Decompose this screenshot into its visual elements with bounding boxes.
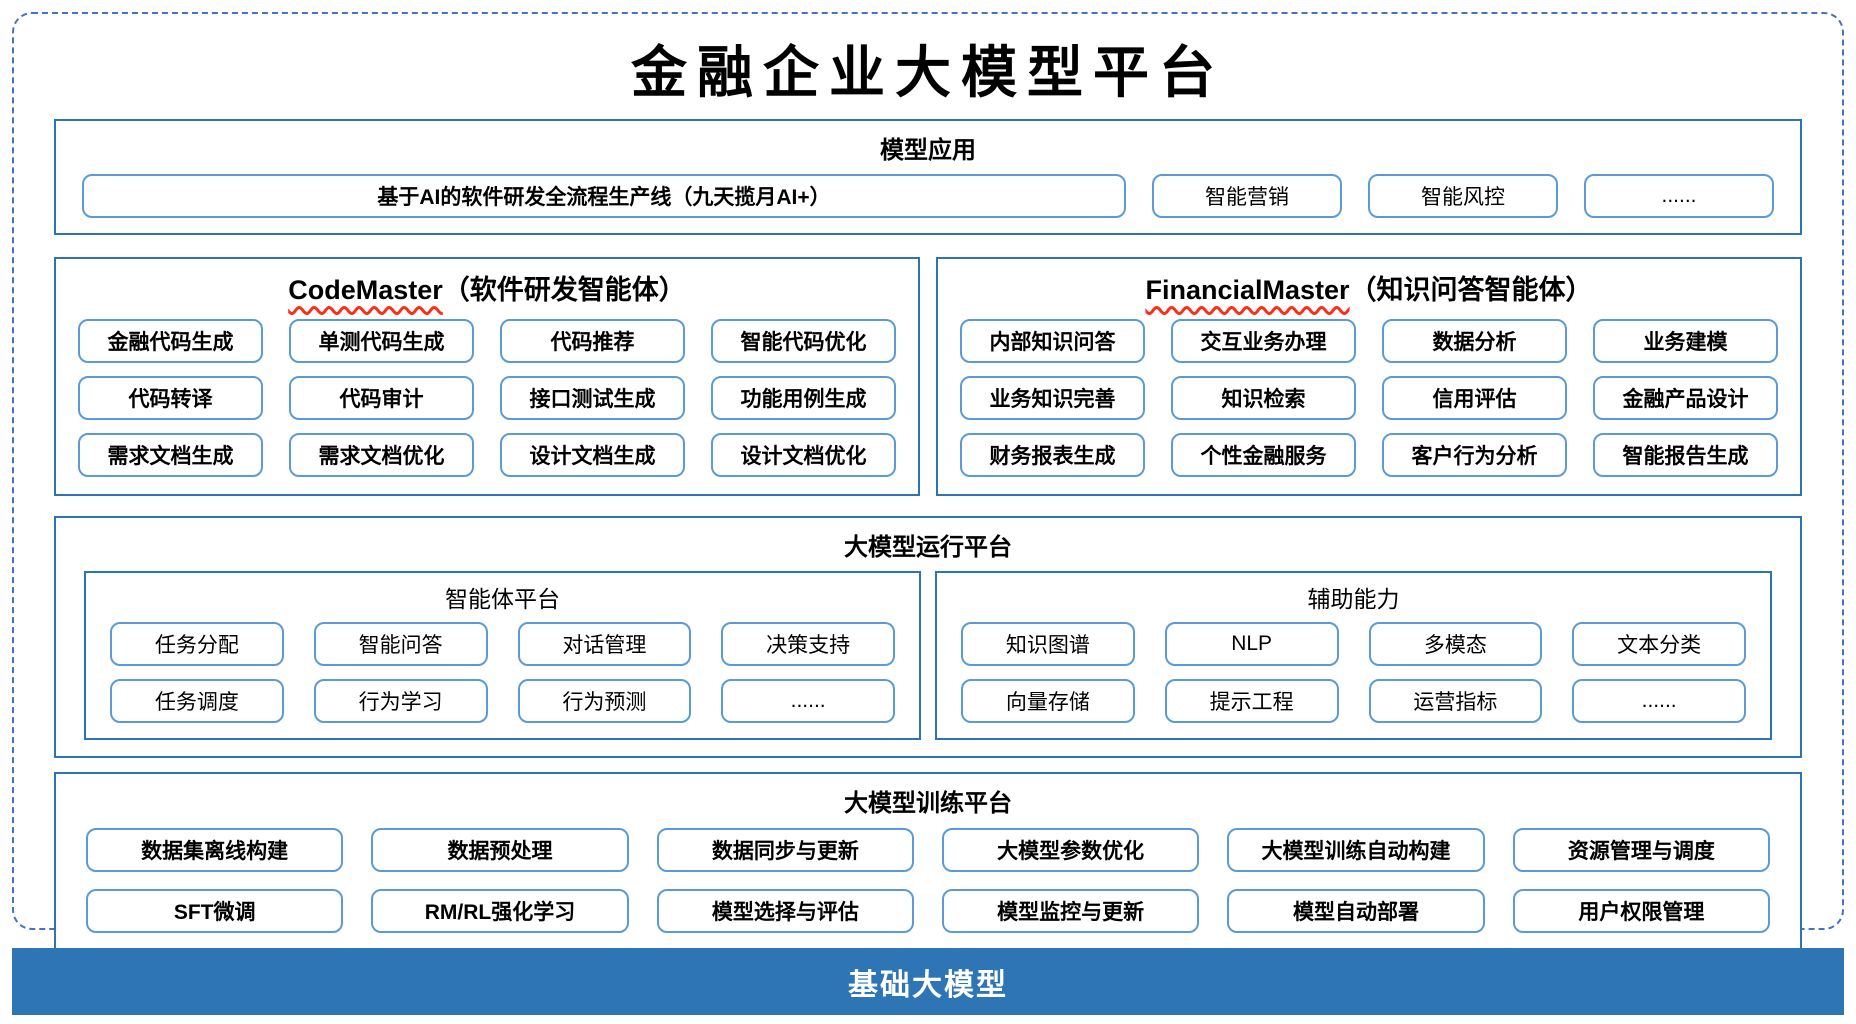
aux-capability-item: ...... — [1572, 679, 1746, 723]
financialmaster-item: 财务报表生成 — [960, 433, 1145, 477]
codemaster-item: 代码审计 — [289, 376, 474, 420]
codemaster-grid: 金融代码生成 单测代码生成 代码推荐 智能代码优化 代码转译 代码审计 接口测试… — [56, 319, 918, 494]
financialmaster-title-en: FinancialMaster — [1145, 275, 1350, 305]
agent-platform-grid: 任务分配 智能问答 对话管理 决策支持 任务调度 行为学习 行为预测 .....… — [86, 622, 919, 738]
codemaster-item: 设计文档生成 — [500, 433, 685, 477]
training-platform-item: 大模型训练自动构建 — [1227, 828, 1485, 872]
financialmaster-item: 数据分析 — [1382, 319, 1567, 363]
training-platform-item: 模型监控与更新 — [942, 889, 1200, 933]
aux-capability-item: 文本分类 — [1572, 622, 1746, 666]
training-platform-grid: 数据集离线构建 数据预处理 数据同步与更新 大模型参数优化 大模型训练自动构建 … — [56, 823, 1800, 952]
financialmaster-item: 交互业务办理 — [1171, 319, 1356, 363]
section-training-platform: 大模型训练平台 数据集离线构建 数据预处理 数据同步与更新 大模型参数优化 大模… — [54, 772, 1802, 954]
financialmaster-title-zh: （知识问答智能体） — [1349, 275, 1593, 305]
page-title: 金融企业大模型平台 — [631, 40, 1225, 106]
section-runtime-platform: 大模型运行平台 智能体平台 任务分配 智能问答 对话管理 决策支持 任务调度 行… — [54, 516, 1802, 758]
financialmaster-item: 业务知识完善 — [960, 376, 1145, 420]
foundation-model-bar: 基础大模型 — [12, 948, 1844, 1015]
codemaster-item: 代码转译 — [78, 376, 263, 420]
model-app-row: 基于AI的软件研发全流程生产线（九天揽月AI+） 智能营销 智能风控 .....… — [56, 170, 1800, 233]
codemaster-item: 需求文档优化 — [289, 433, 474, 477]
financialmaster-item: 智能报告生成 — [1593, 433, 1778, 477]
agent-platform-item: 行为预测 — [517, 679, 692, 723]
financialmaster-item: 内部知识问答 — [960, 319, 1145, 363]
training-platform-item: 数据集离线构建 — [86, 828, 344, 872]
training-platform-item: 数据同步与更新 — [656, 828, 914, 872]
codemaster-item: 功能用例生成 — [711, 376, 896, 420]
aux-capability-box: 辅助能力 知识图谱 NLP 多模态 文本分类 向量存储 提示工程 运营指标 ..… — [935, 571, 1772, 740]
agent-platform-item: ...... — [721, 679, 895, 723]
codemaster-item: 单测代码生成 — [289, 319, 474, 363]
agent-platform-item: 任务调度 — [110, 679, 284, 723]
training-platform-item: 模型选择与评估 — [656, 889, 914, 933]
codemaster-item: 金融代码生成 — [78, 319, 263, 363]
codemaster-item: 需求文档生成 — [78, 433, 263, 477]
model-app-item-pipeline: 基于AI的软件研发全流程生产线（九天揽月AI+） — [82, 174, 1126, 218]
financialmaster-item: 金融产品设计 — [1593, 376, 1778, 420]
aux-capability-item: 向量存储 — [961, 679, 1135, 723]
training-platform-item: 资源管理与调度 — [1512, 828, 1770, 872]
financialmaster-item: 个性金融服务 — [1171, 433, 1356, 477]
codemaster-item: 代码推荐 — [500, 319, 685, 363]
model-app-item-marketing: 智能营销 — [1152, 174, 1342, 218]
financialmaster-item: 知识检索 — [1171, 376, 1356, 420]
section-codemaster: CodeMaster（软件研发智能体） 金融代码生成 单测代码生成 代码推荐 智… — [54, 257, 920, 496]
model-app-item-risk: 智能风控 — [1368, 174, 1558, 218]
model-app-item-more: ...... — [1584, 174, 1774, 218]
codemaster-item: 设计文档优化 — [711, 433, 896, 477]
section-financialmaster: FinancialMaster（知识问答智能体） 内部知识问答 交互业务办理 数… — [936, 257, 1802, 496]
aux-capability-item: 提示工程 — [1164, 679, 1339, 723]
codemaster-item: 接口测试生成 — [500, 376, 685, 420]
financialmaster-header: FinancialMaster（知识问答智能体） — [938, 259, 1800, 319]
training-platform-item: SFT微调 — [86, 889, 344, 933]
agent-platform-item: 决策支持 — [721, 622, 895, 666]
codemaster-header: CodeMaster（软件研发智能体） — [56, 259, 918, 319]
runtime-sub-row: 智能体平台 任务分配 智能问答 对话管理 决策支持 任务调度 行为学习 行为预测… — [84, 571, 1772, 740]
financialmaster-item: 信用评估 — [1382, 376, 1567, 420]
training-platform-header: 大模型训练平台 — [844, 790, 1012, 817]
aux-capability-item: 知识图谱 — [961, 622, 1135, 666]
aux-capability-item: NLP — [1164, 622, 1339, 666]
financialmaster-item: 客户行为分析 — [1382, 433, 1567, 477]
agent-platform-box: 智能体平台 任务分配 智能问答 对话管理 决策支持 任务调度 行为学习 行为预测… — [84, 571, 921, 740]
training-platform-item: 大模型参数优化 — [942, 828, 1200, 872]
foundation-model-label: 基础大模型 — [848, 968, 1008, 1002]
agent-platform-item: 任务分配 — [110, 622, 284, 666]
codemaster-title-zh: （软件研发智能体） — [442, 275, 686, 305]
aux-capability-grid: 知识图谱 NLP 多模态 文本分类 向量存储 提示工程 运营指标 ...... — [937, 622, 1770, 738]
codemaster-item: 智能代码优化 — [711, 319, 896, 363]
agent-platform-item: 对话管理 — [517, 622, 692, 666]
training-platform-item: 用户权限管理 — [1512, 889, 1770, 933]
training-platform-item: RM/RL强化学习 — [371, 889, 629, 933]
agent-platform-item: 智能问答 — [313, 622, 488, 666]
model-app-header: 模型应用 — [880, 137, 976, 164]
agents-row: CodeMaster（软件研发智能体） 金融代码生成 单测代码生成 代码推荐 智… — [54, 257, 1802, 496]
financialmaster-grid: 内部知识问答 交互业务办理 数据分析 业务建模 业务知识完善 知识检索 信用评估… — [938, 319, 1800, 494]
training-platform-item: 模型自动部署 — [1227, 889, 1485, 933]
financialmaster-item: 业务建模 — [1593, 319, 1778, 363]
agent-platform-item: 行为学习 — [313, 679, 488, 723]
codemaster-title-en: CodeMaster — [288, 275, 443, 305]
aux-capability-header: 辅助能力 — [1307, 586, 1400, 612]
training-platform-item: 数据预处理 — [371, 828, 629, 872]
aux-capability-item: 运营指标 — [1368, 679, 1543, 723]
section-model-app: 模型应用 基于AI的软件研发全流程生产线（九天揽月AI+） 智能营销 智能风控 … — [54, 119, 1802, 235]
aux-capability-item: 多模态 — [1368, 622, 1543, 666]
runtime-platform-header: 大模型运行平台 — [844, 534, 1012, 561]
outer-dashed-frame: 金融企业大模型平台 模型应用 基于AI的软件研发全流程生产线（九天揽月AI+） … — [12, 12, 1844, 954]
agent-platform-header: 智能体平台 — [445, 586, 560, 612]
